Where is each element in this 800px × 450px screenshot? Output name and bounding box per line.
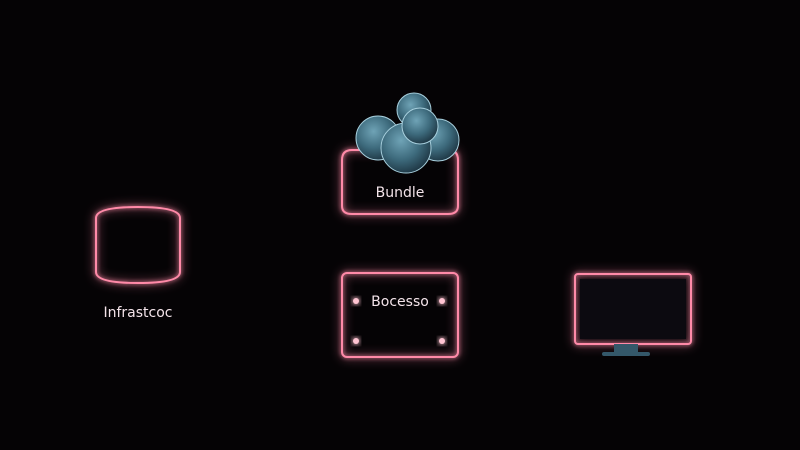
server-label: Bocesso <box>371 294 429 310</box>
bundle-node[interactable]: Bundle <box>341 92 460 215</box>
edges <box>218 184 555 317</box>
bundle-container-icon <box>341 149 459 215</box>
cloud-cluster-icon <box>355 92 460 174</box>
database-icon <box>95 205 181 285</box>
bundle-label: Bundle <box>376 185 425 201</box>
monitor-node[interactable] <box>574 273 692 357</box>
server-node[interactable]: Bocesso <box>341 272 459 358</box>
database-node[interactable]: Infrastcoc <box>95 205 181 321</box>
monitor-icon <box>574 273 692 357</box>
database-label: Infrastcoc <box>103 305 172 321</box>
server-icon <box>341 272 459 358</box>
